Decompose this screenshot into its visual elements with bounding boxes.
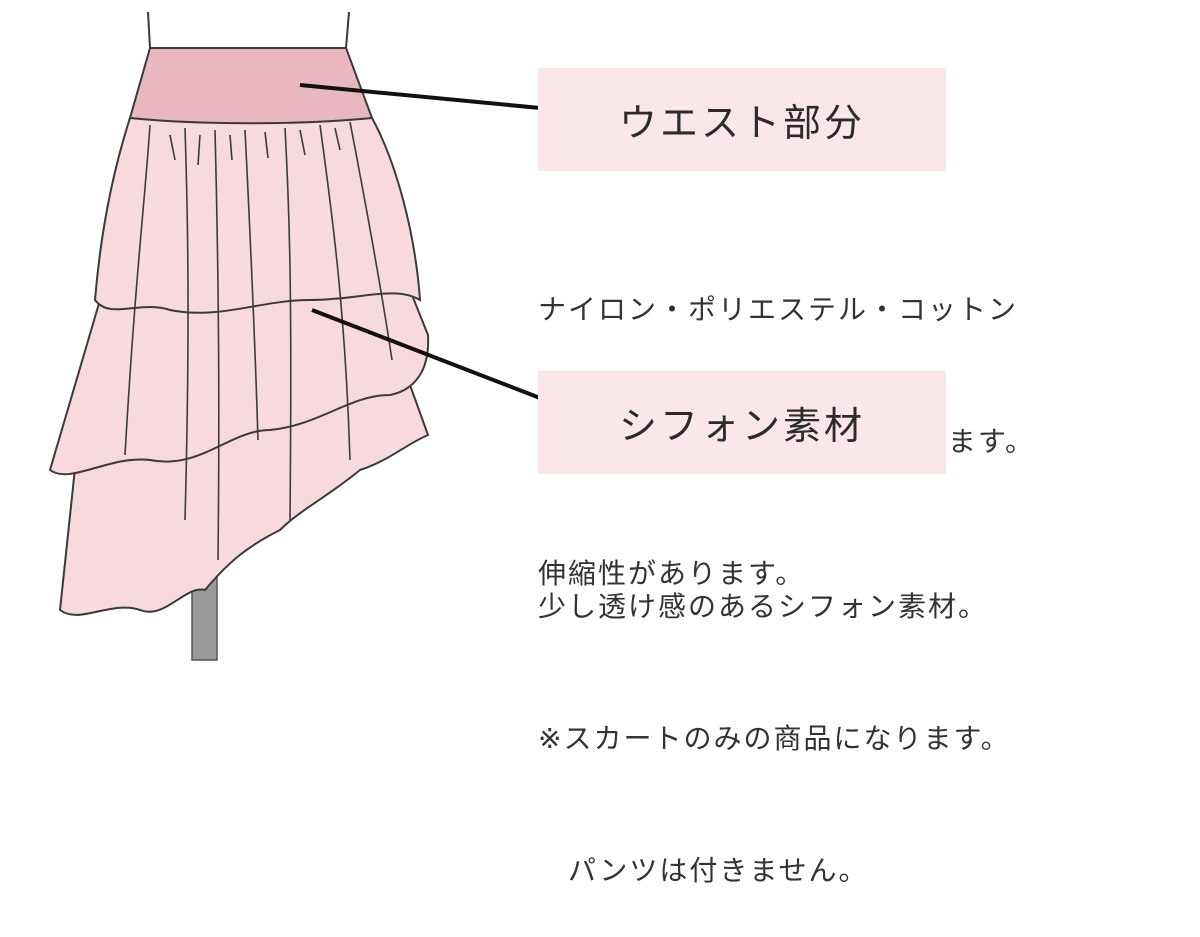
chiffon-description: 少し透け感のあるシフォン素材。 ※スカートのみの商品になります。 パンツは付きま… <box>538 497 1011 937</box>
chiffon-title: シフォン素材 <box>618 404 865 448</box>
waist-leader-line <box>299 83 541 110</box>
waist-label-box: ウエスト部分 <box>538 68 946 171</box>
skirt-middle-tier <box>48 288 430 476</box>
chiffon-desc-line: パンツは付きません。 <box>538 854 869 887</box>
skirt-folds <box>124 121 393 561</box>
chiffon-leader-line <box>311 308 541 400</box>
strap-left <box>147 11 151 49</box>
waist-desc-line: ナイロン・ポリエステル・コットン <box>538 293 1019 326</box>
waistband <box>128 47 374 125</box>
chiffon-label-box: シフォン素材 <box>538 371 946 474</box>
skirt-illustration <box>48 11 541 661</box>
waist-title: ウエスト部分 <box>618 101 865 145</box>
skirt-top-tier <box>93 117 422 314</box>
waist-desc-line: 伸縮性があります。 <box>538 557 806 590</box>
strap-right <box>345 11 350 49</box>
chiffon-desc-line: ※スカートのみの商品になります。 <box>538 722 1011 755</box>
chiffon-desc-line: 少し透け感のあるシフォン素材。 <box>538 590 989 623</box>
